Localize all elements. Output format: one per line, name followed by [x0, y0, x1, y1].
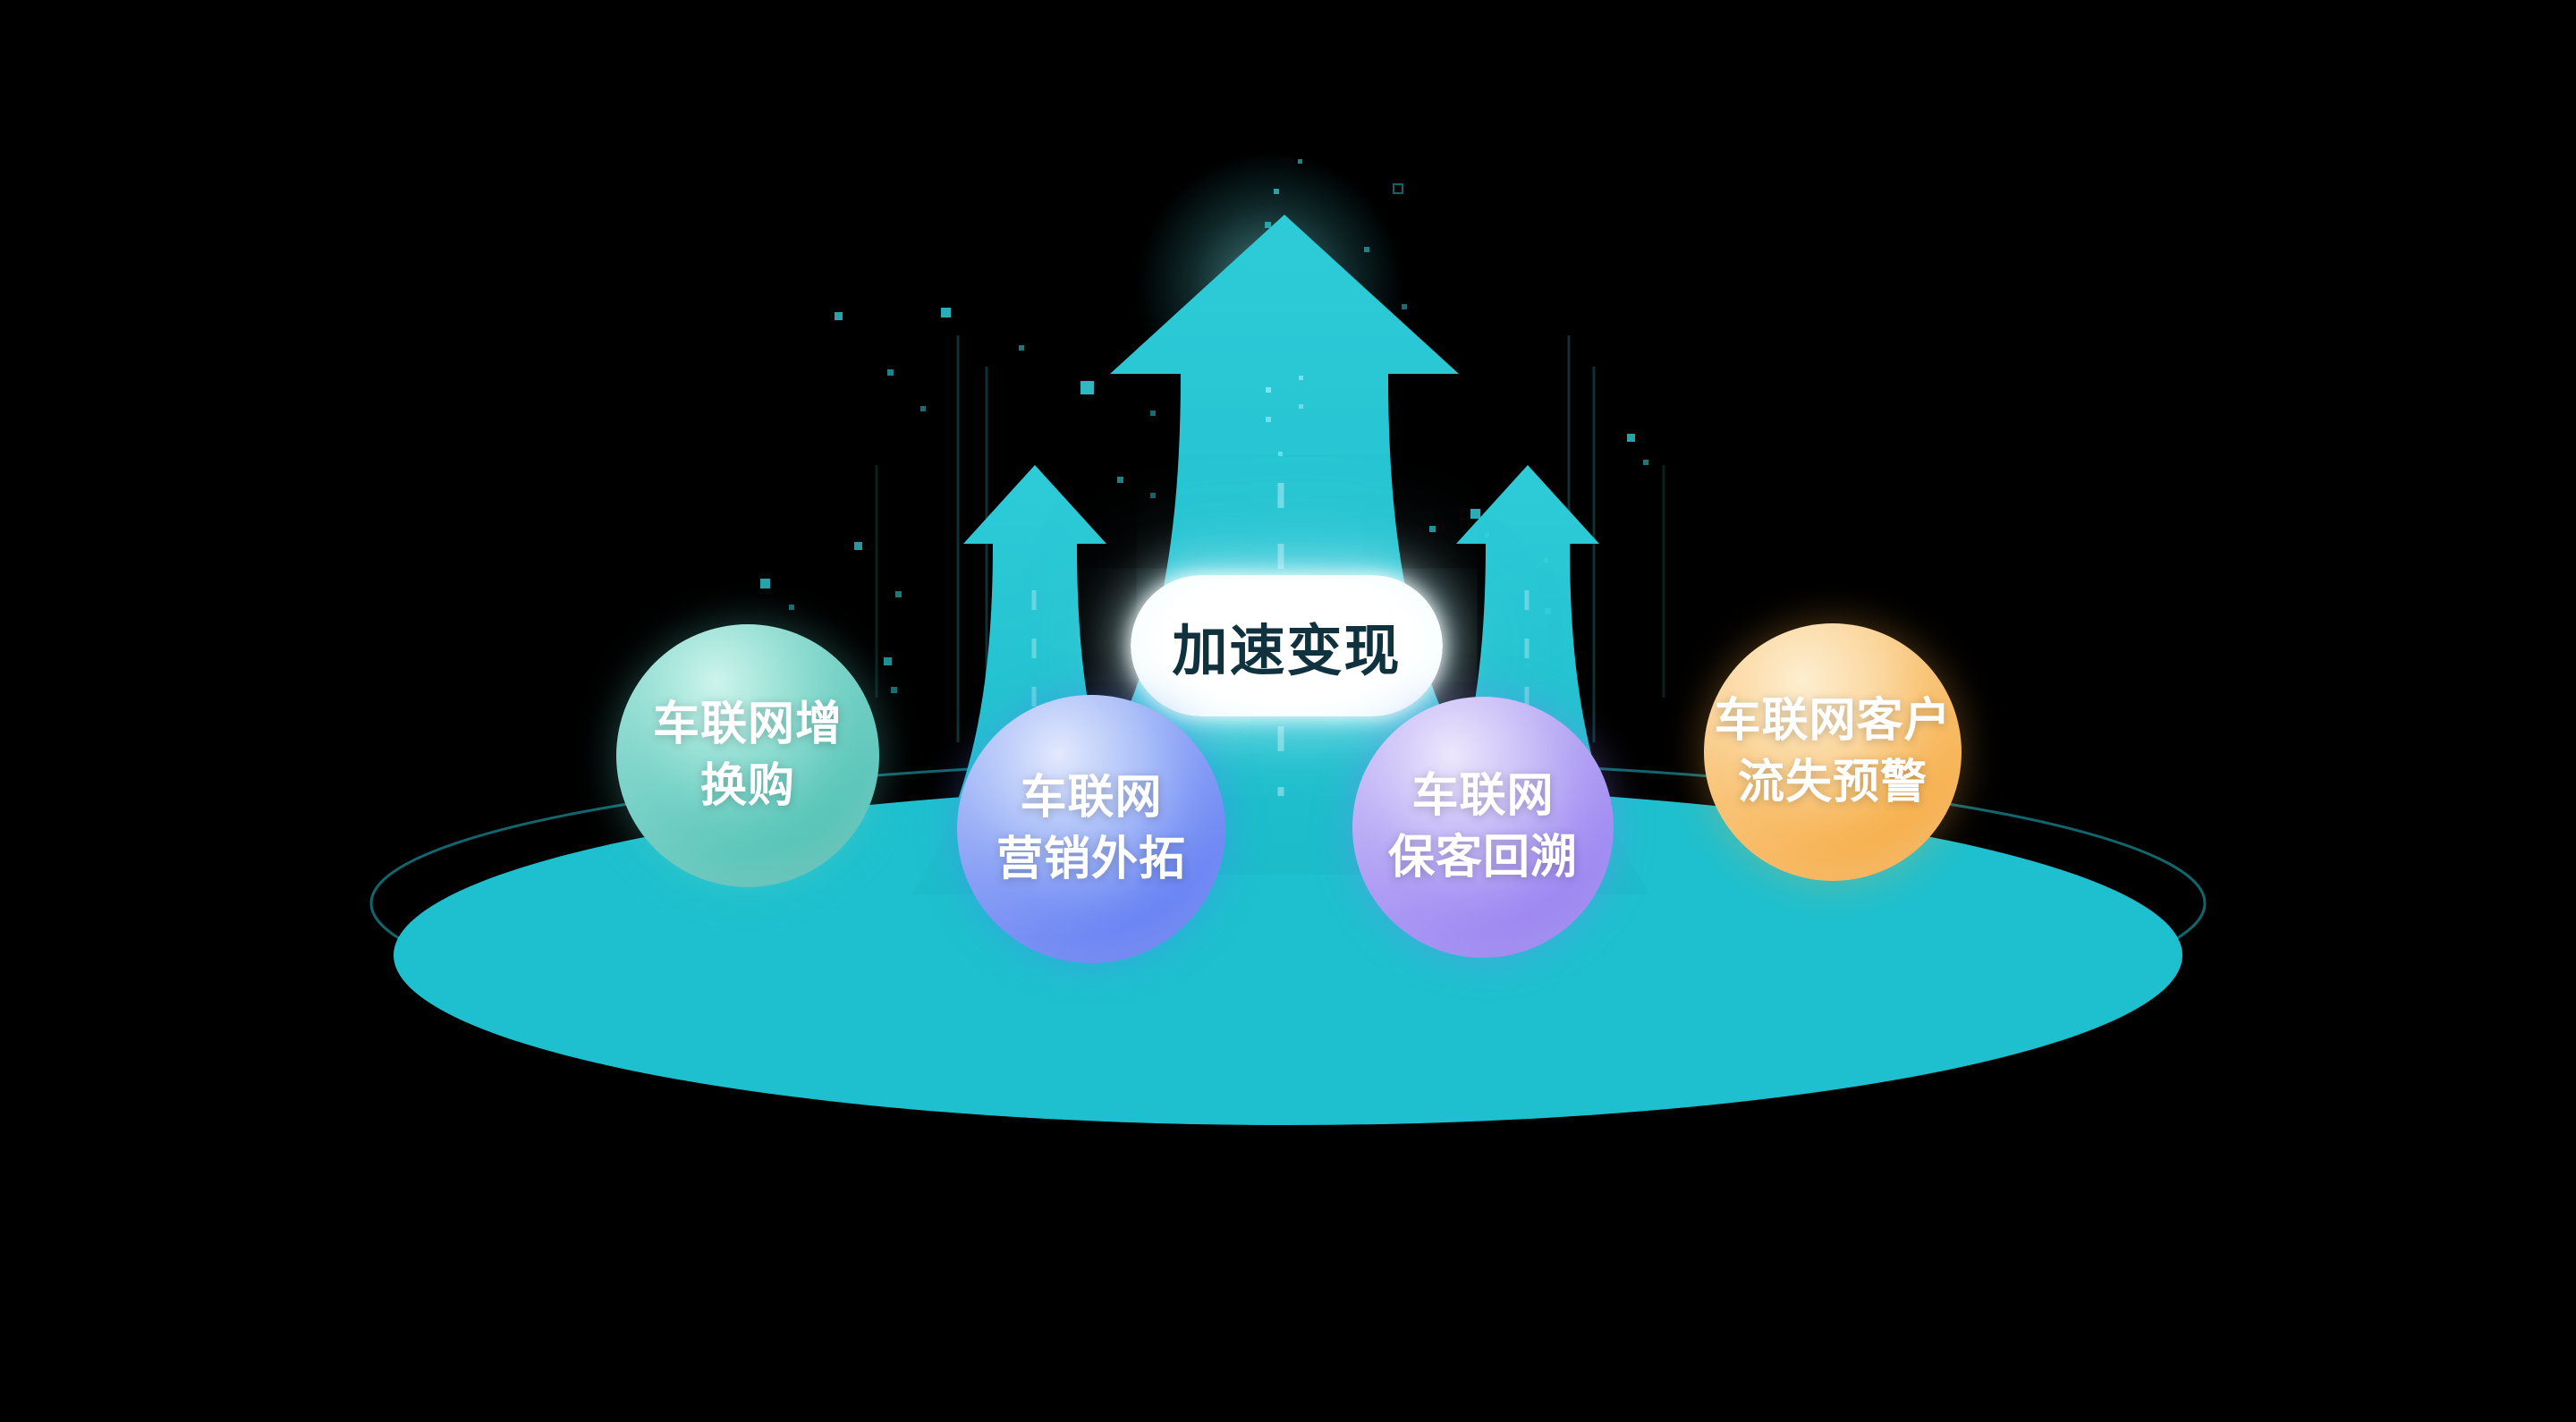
pill-label: 加速变现 — [1172, 621, 1402, 682]
platform-ellipse — [394, 785, 2182, 1125]
accelerate-monetization-pill: 加速变现 — [1131, 575, 1443, 716]
sphere-label-line1: 车联网客户 — [1714, 695, 1952, 748]
sphere-label-line1: 车联网 — [1020, 772, 1163, 825]
sphere-label-line2: 营销外拓 — [996, 834, 1186, 885]
sphere-label-line2: 换购 — [699, 760, 795, 812]
sphere-label-line2: 流失预警 — [1737, 757, 1928, 808]
lane-markings — [1031, 483, 1530, 850]
sphere-telematics-retention: 车联网 保客回溯 — [1352, 697, 1614, 958]
particles — [760, 159, 1648, 693]
sphere-telematics-trade-in: 车联网增 换购 — [616, 624, 879, 887]
sphere-telematics-marketing: 车联网 营销外拓 — [957, 695, 1225, 963]
sphere-telematics-churn-warning: 车联网客户 流失预警 — [1704, 623, 1962, 881]
sphere-label-line1: 车联网增 — [652, 698, 843, 751]
sphere-label-line2: 保客回溯 — [1387, 832, 1578, 884]
sphere-label-line1: 车联网 — [1411, 770, 1555, 823]
